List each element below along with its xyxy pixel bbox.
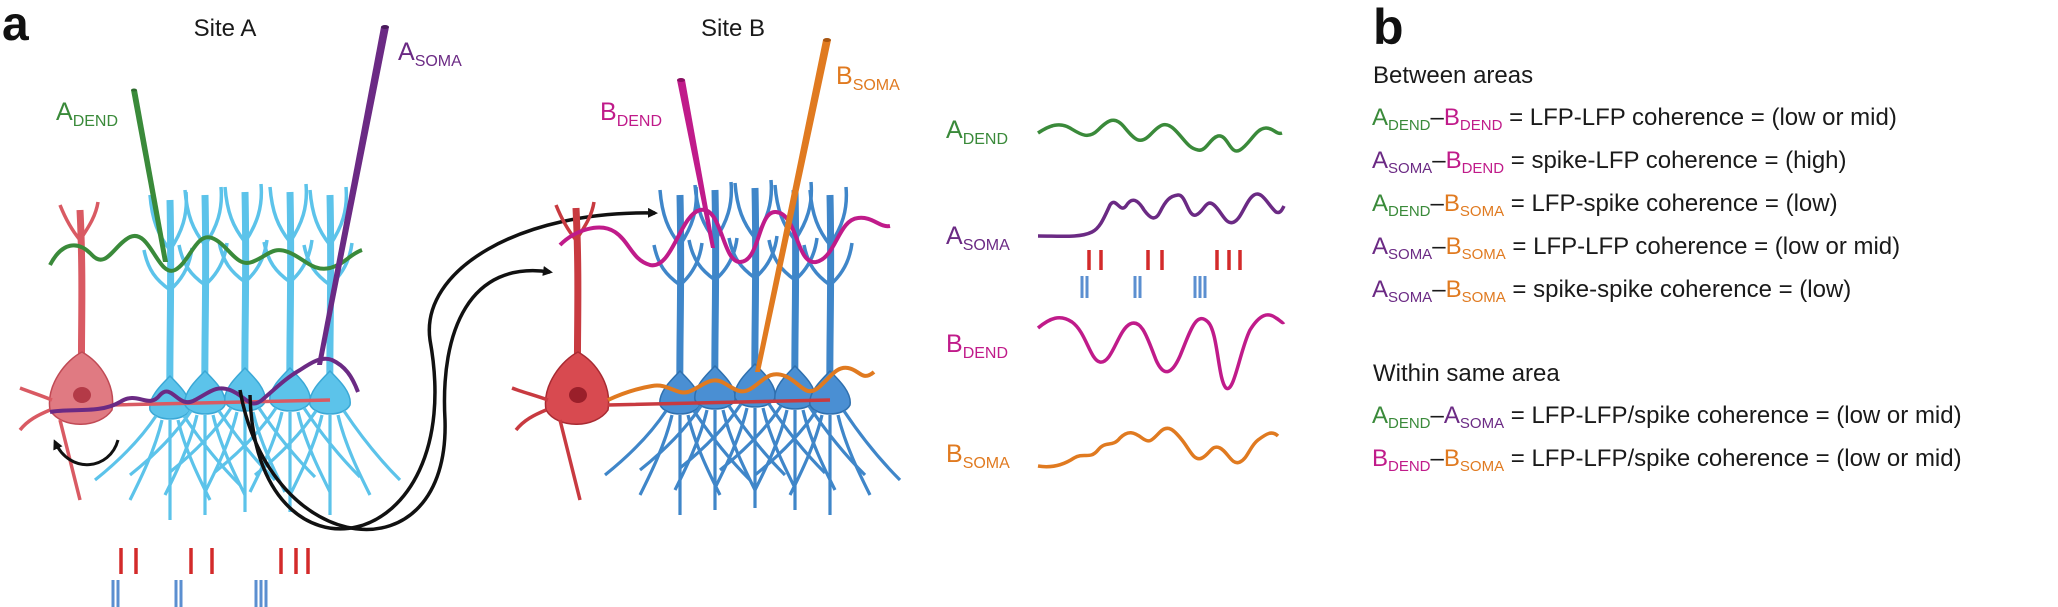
label-a-dend: ADEND <box>56 98 119 130</box>
pair-dash: – <box>1432 147 1446 174</box>
b-soma-electrode <box>755 40 831 372</box>
a-soma-soma-trace <box>49 356 360 414</box>
within-area-heading: Within same area <box>1373 360 1560 387</box>
coherence-text: = LFP-LFP coherence = (low or mid) <box>1502 104 1897 131</box>
trace-column <box>1036 118 1286 469</box>
pair-second: BDEND <box>1445 147 1505 177</box>
pair-second: ASOMA <box>1443 402 1505 432</box>
a-dend-electrode <box>131 90 168 262</box>
trace-a-soma <box>1037 192 1286 239</box>
coherence-text: = LFP-LFP/spike coherence = (low or mid) <box>1504 402 1962 429</box>
panel-a-label: a <box>2 0 29 51</box>
trace-label-a-dend: ADEND <box>946 116 1009 148</box>
site-a-spike-raster <box>111 548 310 607</box>
between-area-row: ADEND–BSOMA = LFP-spike coherence = (low… <box>1372 190 1838 220</box>
between-areas-heading: Between areas <box>1373 62 1534 89</box>
pair-first: ASOMA <box>1372 147 1433 177</box>
site-a-neuron-cluster <box>95 184 400 520</box>
pair-first: ADEND <box>1372 190 1431 220</box>
coherence-text: = spike-spike coherence = (low) <box>1505 276 1852 303</box>
pair-first: ASOMA <box>1372 233 1433 263</box>
b-dend-electrode <box>677 80 715 248</box>
trace-b-soma <box>1037 426 1280 469</box>
label-b-soma: BSOMA <box>836 62 900 94</box>
site-a-red-neuron <box>18 201 331 501</box>
pair-dash: – <box>1430 104 1444 131</box>
coherence-text: = LFP-LFP/spike coherence = (low or mid) <box>1504 445 1962 472</box>
pair-dash: – <box>1432 233 1446 260</box>
within-area-row: BDEND–BSOMA = LFP-LFP/spike coherence = … <box>1372 445 1962 475</box>
site-b-neuron-cluster <box>605 180 900 515</box>
pair-dash: – <box>1430 445 1444 472</box>
arrow-a-to-b-lower <box>248 207 658 531</box>
panel-b-label: b <box>1373 0 1404 55</box>
a-soma-electrode <box>317 27 389 365</box>
between-area-row: ADEND–BDEND = LFP-LFP coherence = (low o… <box>1372 104 1897 134</box>
trace-b-dend <box>1036 313 1286 390</box>
site-a-title: Site A <box>194 15 257 42</box>
within-area-row: ADEND–ASOMA = LFP-LFP/spike coherence = … <box>1372 402 1962 432</box>
pair-second: BSOMA <box>1443 190 1505 220</box>
between-area-row: ASOMA–BDEND = spike-LFP coherence = (hig… <box>1372 147 1847 177</box>
pair-first: ASOMA <box>1372 276 1433 306</box>
site-b-title: Site B <box>701 15 765 42</box>
a-dend-lfp-trace <box>48 233 363 273</box>
pair-second: BSOMA <box>1445 276 1506 306</box>
pair-first: BDEND <box>1372 445 1431 475</box>
pair-first: ADEND <box>1372 104 1431 134</box>
b-dend-lfp-trace <box>558 207 891 268</box>
site-a-local-arrow <box>53 439 120 467</box>
coherence-text: = LFP-spike coherence = (low) <box>1504 190 1838 217</box>
trace-label-b-soma: BSOMA <box>946 440 1010 472</box>
pair-dash: – <box>1430 402 1444 429</box>
pair-first: ADEND <box>1372 402 1431 432</box>
b-soma-soma-trace <box>607 365 876 402</box>
label-b-dend: BDEND <box>600 98 663 130</box>
trace-a-dend <box>1037 118 1283 153</box>
trace-label-a-soma: ASOMA <box>946 222 1010 254</box>
between-area-row: ASOMA–BSOMA = spike-spike coherence = (l… <box>1372 276 1851 306</box>
site-b-red-neuron <box>511 201 831 501</box>
pair-dash: – <box>1430 190 1444 217</box>
trace-label-b-dend: BDEND <box>946 330 1009 362</box>
pair-dash: – <box>1432 276 1446 303</box>
label-a-soma: ASOMA <box>398 38 462 70</box>
arrow-a-to-b-upper <box>238 266 553 532</box>
pair-second: BDEND <box>1443 104 1503 134</box>
pair-second: BSOMA <box>1445 233 1506 263</box>
between-area-row: ASOMA–BSOMA = LFP-LFP coherence = (low o… <box>1372 233 1900 263</box>
coherence-text: = LFP-LFP coherence = (low or mid) <box>1505 233 1901 260</box>
coherence-text: = spike-LFP coherence = (high) <box>1504 147 1847 174</box>
panel-b: Between areas ADEND–BDEND = LFP-LFP cohe… <box>1372 0 2058 607</box>
pair-second: BSOMA <box>1443 445 1505 475</box>
